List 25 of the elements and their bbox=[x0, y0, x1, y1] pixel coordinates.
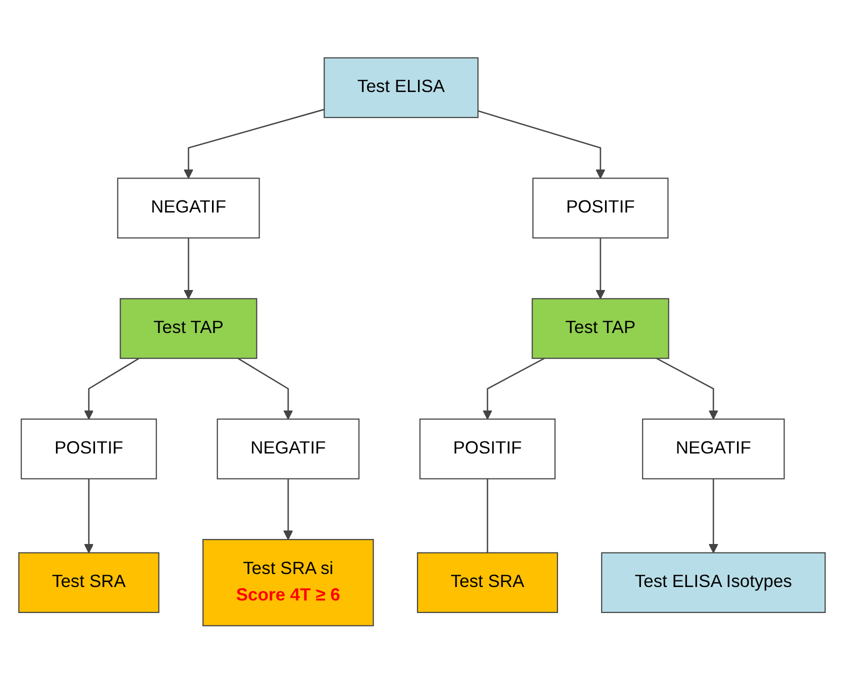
arrow bbox=[283, 479, 294, 540]
node-box: POSITIF bbox=[20, 418, 157, 480]
connector bbox=[486, 479, 488, 553]
node-box: NEGATIF bbox=[642, 418, 785, 480]
node-box: Test TAP bbox=[532, 298, 670, 360]
node-box: POSITIF bbox=[419, 418, 556, 480]
node-box: NEGATIF bbox=[216, 418, 360, 480]
node-box: Test SRA bbox=[18, 552, 160, 614]
node-box: Test SRA bbox=[416, 552, 558, 614]
arrow bbox=[184, 109, 324, 179]
node-box: Test ELISA Isotypes bbox=[601, 552, 826, 614]
arrow bbox=[656, 358, 718, 420]
node-box: NEGATIF bbox=[117, 178, 260, 239]
node-box: Test TAP bbox=[120, 298, 258, 360]
arrow bbox=[184, 238, 194, 300]
arrow bbox=[84, 358, 140, 420]
arrow bbox=[596, 238, 606, 300]
arrow bbox=[84, 479, 94, 554]
arrow bbox=[478, 110, 606, 179]
arrow bbox=[708, 479, 718, 554]
arrow bbox=[238, 358, 294, 420]
node-box: Test ELISA bbox=[324, 58, 479, 118]
node-box: POSITIF bbox=[532, 178, 669, 239]
arrow bbox=[482, 358, 545, 420]
node-box: Test SRA si Score 4T ≥ 6 bbox=[202, 539, 374, 626]
